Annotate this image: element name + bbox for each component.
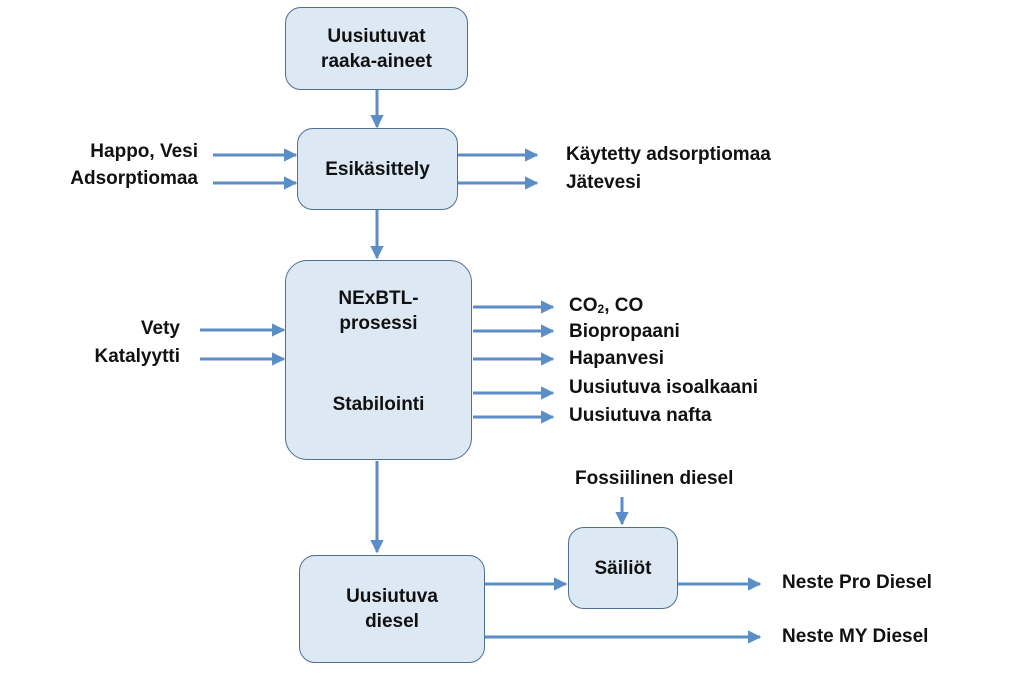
co2-suffix: , CO — [604, 295, 644, 316]
input-catalyst: Katalyytti — [94, 346, 180, 367]
pretreatment-box: Esikäsittely — [297, 128, 458, 210]
output-renewable-naphtha: Uusiutuva nafta — [569, 405, 712, 426]
nexbtl-line2: prosessi — [339, 313, 418, 334]
raw-materials-line2: raaka-aineet — [321, 50, 432, 72]
output-used-adsorbent: Käytetty adsorptiomaa — [566, 144, 771, 165]
input-fossil-diesel: Fossiilinen diesel — [575, 468, 734, 489]
nexbtl-box: NExBTL- prosessi Stabilointi — [285, 260, 472, 460]
output-renewable-isoalkane: Uusiutuva isoalkaani — [569, 377, 759, 398]
raw-materials-line1: Uusiutuvat — [327, 25, 426, 47]
co2-subscript: 2 — [597, 302, 605, 316]
output-wastewater: Jätevesi — [566, 172, 642, 193]
renewable-diesel-line1: Uusiutuva — [346, 586, 438, 607]
co2-prefix: CO — [569, 295, 598, 316]
input-acid-water: Happo, Vesi — [90, 141, 198, 162]
pretreatment-label: Esikäsittely — [325, 158, 430, 180]
nexbtl-line1: NExBTL- — [338, 288, 419, 309]
output-co2-co: CO2, CO — [569, 295, 643, 320]
renewable-diesel-box: Uusiutuva diesel — [299, 555, 485, 663]
input-adsorbent: Adsorptiomaa — [70, 168, 198, 189]
input-hydrogen: Vety — [140, 318, 180, 339]
tanks-label: Säiliöt — [594, 557, 652, 579]
stabilization-label: Stabilointi — [332, 394, 425, 415]
raw-materials-box: Uusiutuvat raaka-aineet — [285, 7, 468, 90]
output-biopropane: Biopropaani — [569, 321, 680, 342]
tanks-box: Säiliöt — [568, 527, 678, 609]
output-neste-pro-diesel: Neste Pro Diesel — [782, 572, 932, 593]
renewable-diesel-line2: diesel — [365, 611, 419, 632]
output-neste-my-diesel: Neste MY Diesel — [782, 626, 929, 647]
output-sour-water: Hapanvesi — [569, 348, 665, 369]
